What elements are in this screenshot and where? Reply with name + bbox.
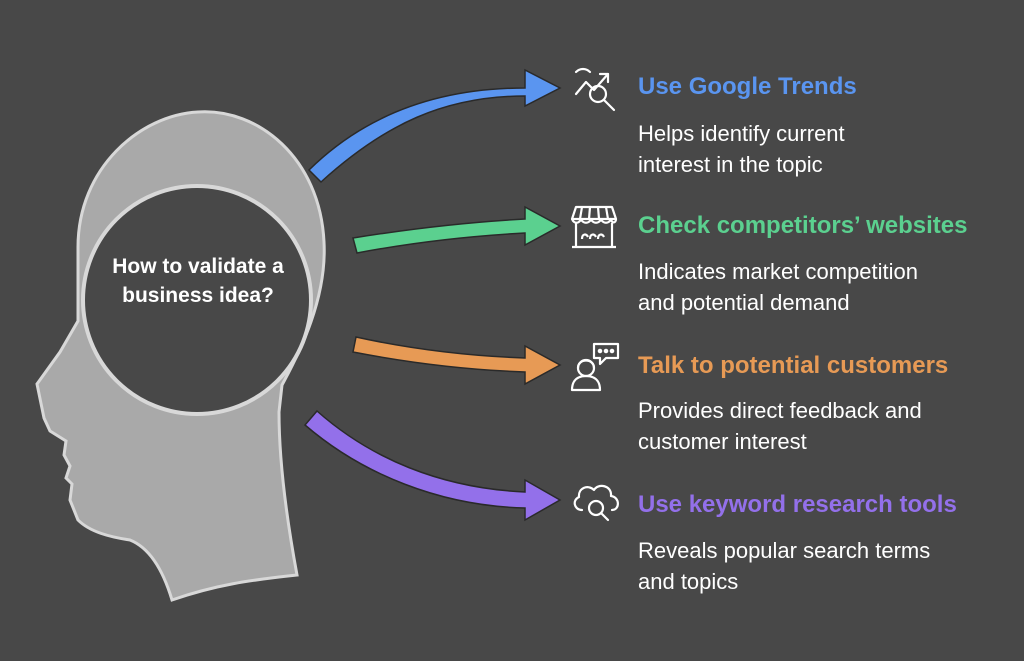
cloud-search-icon [573,484,619,522]
item-4-description: Reveals popular search terms and topics [638,538,931,594]
item-4-title: Use keyword research tools [638,491,957,518]
storefront-icon [570,205,618,249]
arrow-3 [352,336,562,386]
center-question: How to validate a business idea? [112,255,284,307]
item-2-description: Indicates market competition and potenti… [638,259,919,315]
item-2-title: Check competitors’ websites [638,212,968,239]
arrow-4 [303,409,562,522]
head-inner-circle [81,184,313,416]
item-1-title: Use Google Trends [638,73,857,100]
trend-search-icon [574,67,616,112]
arrow-2 [352,205,562,254]
item-1-description: Helps identify current interest in the t… [638,121,845,177]
item-3-title: Talk to potential customers [638,352,949,379]
arrow-1 [307,68,562,184]
person-chat-icon [570,342,620,392]
item-3-description: Provides direct feedback and customer in… [638,398,922,454]
